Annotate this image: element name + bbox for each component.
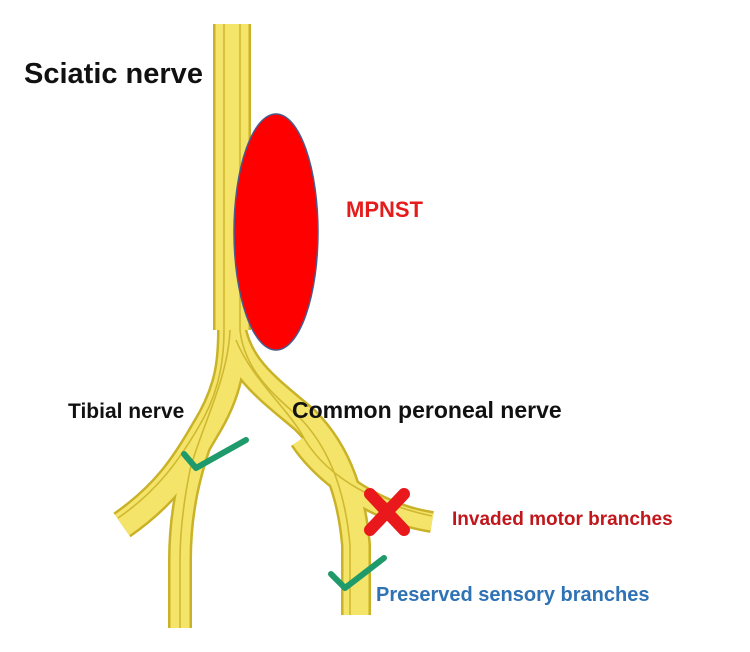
mpnst-label: MPNST xyxy=(346,197,423,222)
sciatic-nerve-label: Sciatic nerve xyxy=(24,58,203,90)
check-icon xyxy=(181,437,249,471)
tibial-nerve-label: Tibial nerve xyxy=(68,400,185,423)
preserved-sensory-branches-label: Preserved sensory branches xyxy=(376,584,650,606)
cross-icon xyxy=(364,488,410,536)
common-peroneal-nerve-label: Common peroneal nerve xyxy=(292,397,562,423)
mpnst-tumor xyxy=(233,113,319,351)
check-icon xyxy=(328,555,387,591)
invaded-motor-branches-label: Invaded motor branches xyxy=(452,509,673,530)
